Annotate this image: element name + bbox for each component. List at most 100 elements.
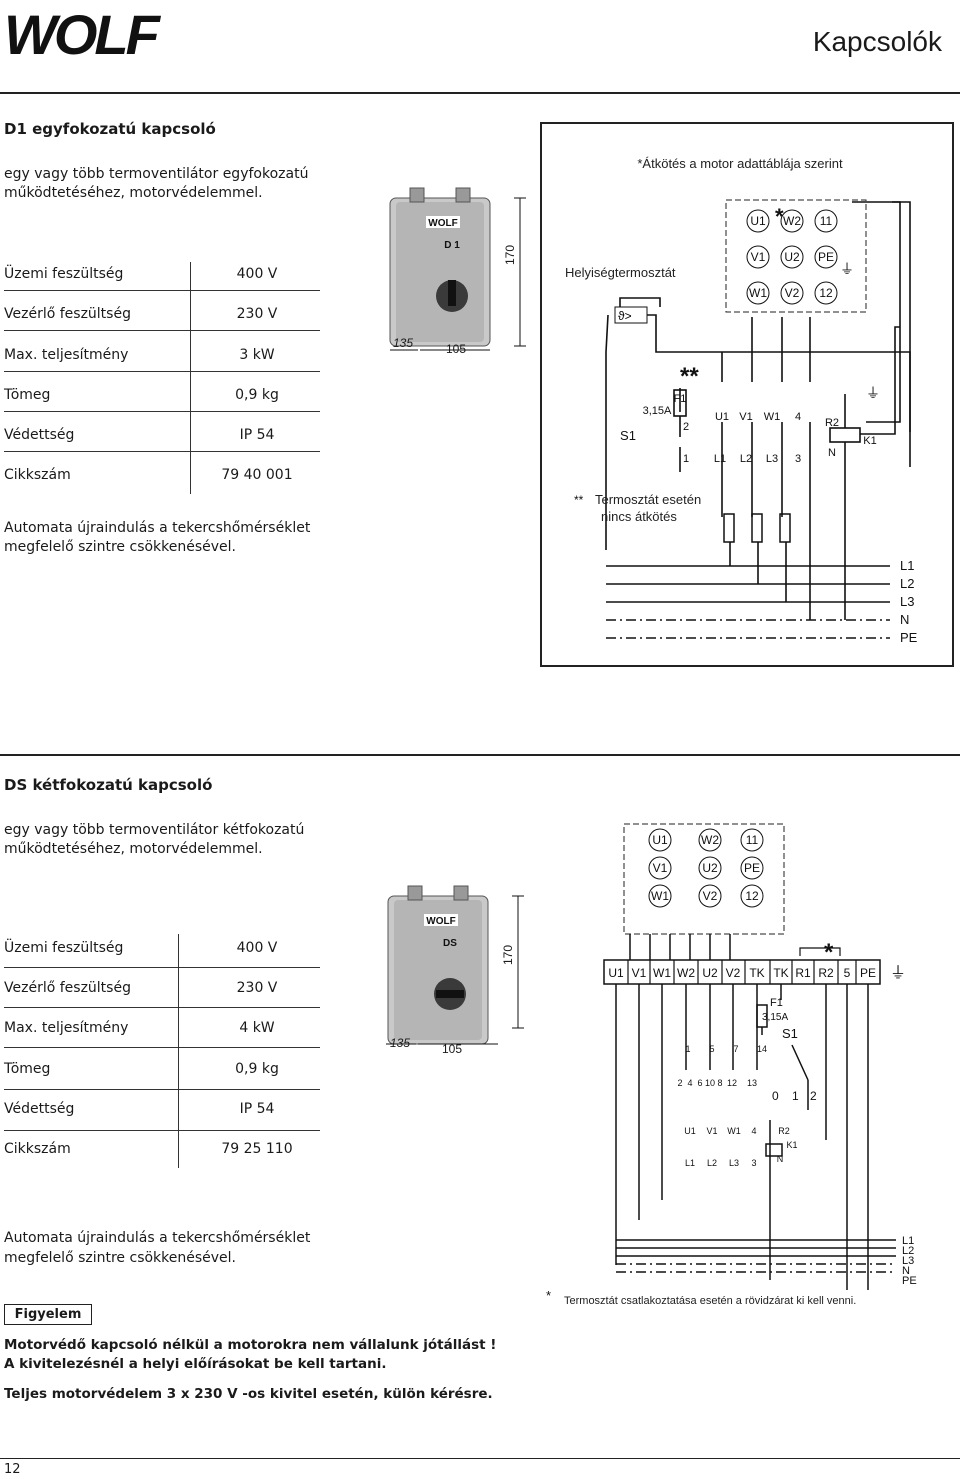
d1-contact-top: U1 <box>715 411 729 423</box>
d1-top-note: *Átkötés a motor adattáblája szerint <box>637 156 843 171</box>
d1-footnote-line2: nincs átkötés <box>601 509 677 524</box>
ds-strip-terminal: 5 <box>844 966 851 980</box>
ds-contact-top: 4 <box>751 1126 756 1136</box>
d1-spec-rule <box>4 290 320 291</box>
ds-spec-label: Cikkszám <box>4 1141 71 1157</box>
svg-text:⏚: ⏚ <box>840 261 854 277</box>
ds-terminal: U1 <box>652 833 668 847</box>
ds-terminal: V2 <box>703 889 718 903</box>
ds-fuse-rating: 3,15A <box>762 1012 788 1023</box>
ds-spec-divider <box>178 934 179 1168</box>
ds-spec-rule <box>4 1130 320 1131</box>
d1-relay-label: R2 <box>825 417 839 429</box>
header-rule <box>0 92 960 94</box>
ds-desc-line2: működtetéséhez, motorvédelemmel. <box>4 841 263 857</box>
d1-terminal: W1 <box>749 286 767 300</box>
ds-spec-label: Vezérlő feszültség <box>4 980 131 996</box>
d1-contact-bottom: 1 <box>683 453 689 465</box>
d1-line-label: PE <box>900 630 918 645</box>
d1-spec-label: Védettség <box>4 427 75 443</box>
warning-box: Figyelem <box>4 1304 92 1325</box>
ds-contact-bottom: 3 <box>751 1158 756 1168</box>
ds-position-label: 0 <box>772 1089 779 1103</box>
d1-fuse-rating: 3,15A <box>643 405 672 417</box>
warning-line2: A kivitelezésnél a helyi előírásokat be … <box>4 1356 387 1372</box>
ds-switch-bottom: 10 <box>705 1078 715 1088</box>
ds-strip-terminal: PE <box>860 966 876 980</box>
d1-line-label: L3 <box>900 594 914 609</box>
ds-switch-top: 5 <box>709 1044 714 1054</box>
d1-relay-n: N <box>828 447 836 459</box>
ds-device-brand: WOLF <box>426 916 455 927</box>
d1-note-line2: megfelelő szintre csökkenésével. <box>4 539 237 555</box>
ds-strip-terminal: TK <box>773 966 788 980</box>
ds-strip-terminal: R2 <box>818 966 834 980</box>
ds-switch-top: 7 <box>733 1044 738 1054</box>
ds-position-label: 2 <box>810 1089 817 1103</box>
d1-device-brand: WOLF <box>428 218 457 229</box>
d1-contact-bottom: L1 <box>714 453 726 465</box>
ds-asterisk: * <box>824 939 834 966</box>
ds-strip-terminal: TK <box>749 966 764 980</box>
ds-switch-bottom: 4 <box>687 1078 692 1088</box>
ds-terminal: 11 <box>746 833 759 847</box>
ds-spec-label: Védettség <box>4 1101 75 1117</box>
d1-footnote-mark: ** <box>574 493 584 507</box>
d1-spec-divider <box>190 262 191 494</box>
d1-line-label: L2 <box>900 576 914 591</box>
d1-relay-k: K1 <box>863 435 876 447</box>
ds-footnote: Termosztát csatlakoztatása esetén a rövi… <box>564 1295 856 1307</box>
d1-terminal: 12 <box>819 286 833 300</box>
svg-text:ϑ>: ϑ> <box>618 309 632 323</box>
d1-heading: D1 egyfokozatú kapcsoló <box>4 120 216 138</box>
ds-line-label: N <box>902 1265 910 1277</box>
ds-terminal: PE <box>744 861 760 875</box>
svg-text:WOLF: WOLF <box>4 4 162 60</box>
ds-switch-bottom: 6 <box>697 1078 702 1088</box>
ds-contact-top: U1 <box>684 1126 696 1136</box>
ds-spec-rule <box>4 1007 320 1008</box>
d1-spec-value: 79 40 001 <box>221 467 293 483</box>
ds-note-line2: megfelelő szintre csökkenésével. <box>4 1250 237 1266</box>
d1-contact-bottom: L2 <box>740 453 752 465</box>
ds-spec-value: 0,9 kg <box>235 1061 279 1077</box>
ds-note-line1: Automata újraindulás a tekercshőmérsékle… <box>4 1230 311 1246</box>
ds-spec-label: Tömeg <box>4 1061 51 1077</box>
d1-contact-top: V1 <box>739 411 752 423</box>
d1-terminal: PE <box>818 250 834 264</box>
d1-footnote-line1: Termosztát esetén <box>595 492 701 507</box>
ds-relay-label: R2 <box>778 1126 790 1136</box>
d1-contact-top: 4 <box>795 411 801 423</box>
ds-switch-bottom: 12 <box>727 1078 737 1088</box>
ds-switch-top: 1 <box>685 1044 690 1054</box>
d1-spec-label: Cikkszám <box>4 467 71 483</box>
ds-switch-label: S1 <box>782 1026 798 1041</box>
ds-device-label: DS <box>443 938 457 949</box>
ds-spec-label: Max. teljesítmény <box>4 1020 129 1036</box>
ds-spec-value: IP 54 <box>239 1101 275 1117</box>
ds-contact-bottom: L2 <box>707 1158 717 1168</box>
ds-position-label: 1 <box>792 1089 799 1103</box>
section-rule <box>0 754 960 756</box>
ds-relay-k: K1 <box>786 1140 797 1150</box>
ds-strip-terminal: V2 <box>726 966 741 980</box>
warning-line3: Teljes motorvédelem 3 x 230 V -os kivite… <box>4 1386 493 1402</box>
ground-icon: ⏚ <box>890 964 906 982</box>
ds-device-illustration: WOLF DS <box>386 885 524 1045</box>
ds-switch-bottom: 13 <box>747 1078 757 1088</box>
ds-dim-height: 170 <box>501 944 516 966</box>
d1-desc-line1: egy vagy több termoventilátor egyfokozat… <box>4 166 309 182</box>
ds-line-label: L3 <box>902 1255 914 1267</box>
ds-strip-terminal: W1 <box>653 966 671 980</box>
page-number: 12 <box>4 1462 21 1477</box>
d1-contact-top: 2 <box>683 421 689 433</box>
ds-footnote-mark: * <box>546 1288 551 1303</box>
d1-device-illustration: WOLF D 1 <box>389 187 526 351</box>
d1-spec-rule <box>4 411 320 412</box>
ds-strip-terminal: R1 <box>795 966 811 980</box>
ds-line-label: L1 <box>902 1235 914 1247</box>
ds-spec-value: 4 kW <box>239 1020 275 1036</box>
d1-note-line1: Automata újraindulás a tekercshőmérsékle… <box>4 520 311 536</box>
svg-text:⏚: ⏚ <box>866 385 880 401</box>
d1-spec-rule <box>4 451 320 452</box>
